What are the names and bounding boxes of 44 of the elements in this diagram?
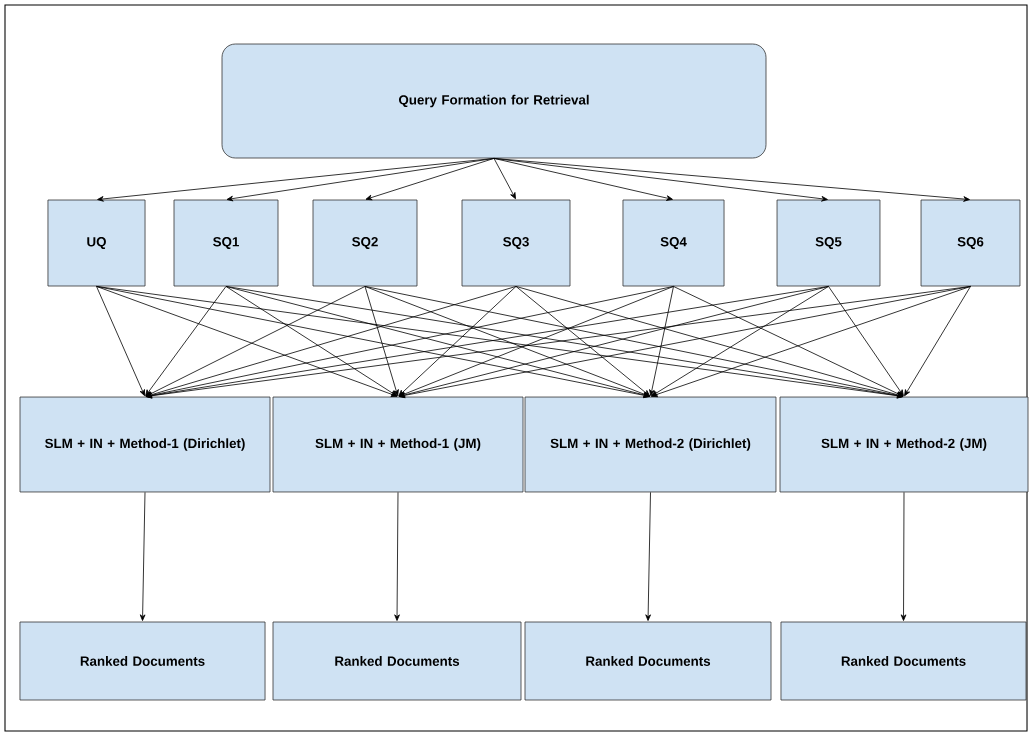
arrow <box>398 286 517 397</box>
arrow <box>364 286 650 397</box>
arrow <box>364 286 904 399</box>
process-box: SQ1 <box>173 199 279 287</box>
arrow <box>96 286 398 397</box>
arrow <box>515 286 651 397</box>
arrow <box>398 286 971 399</box>
process-box: SQ5 <box>776 199 881 287</box>
arrow <box>900 491 907 621</box>
arrow <box>145 286 227 397</box>
arrow <box>828 286 904 397</box>
arrow <box>904 286 971 397</box>
arrow <box>96 286 145 397</box>
arrow <box>145 286 366 397</box>
arrow <box>364 286 399 397</box>
arrow <box>673 286 904 397</box>
process-box: SLM + IN + Method-2 (JM) <box>779 396 1029 493</box>
process-box: SQ4 <box>622 199 725 287</box>
output-box: Ranked Documents <box>272 621 522 701</box>
arrow <box>493 158 673 201</box>
process-box: SQ2 <box>312 199 418 287</box>
arrow <box>365 158 495 201</box>
output-box: Ranked Documents <box>19 621 266 701</box>
process-box: SQ6 <box>920 199 1021 287</box>
arrow <box>398 286 674 397</box>
arrow <box>651 286 829 397</box>
arrow <box>139 491 146 621</box>
arrow <box>226 158 495 202</box>
arrow <box>493 158 516 200</box>
output-box: Ranked Documents <box>780 621 1027 701</box>
arrow <box>398 286 829 398</box>
process-box: SQ3 <box>461 199 571 287</box>
output-box: Ranked Documents <box>524 621 772 701</box>
process-box: SLM + IN + Method-1 (JM) <box>272 396 524 493</box>
arrow <box>649 286 674 396</box>
process-box: SLM + IN + Method-1 (Dirichlet) <box>19 396 271 493</box>
rounded-box: Query Formation for Retrieval <box>221 43 767 159</box>
arrow <box>225 286 398 397</box>
arrow <box>651 286 971 398</box>
arrow <box>394 491 400 621</box>
arrow <box>645 491 651 621</box>
arrow <box>493 158 970 202</box>
process-box: SLM + IN + Method-2 (Dirichlet) <box>524 396 777 493</box>
process-box: UQ <box>47 199 146 287</box>
